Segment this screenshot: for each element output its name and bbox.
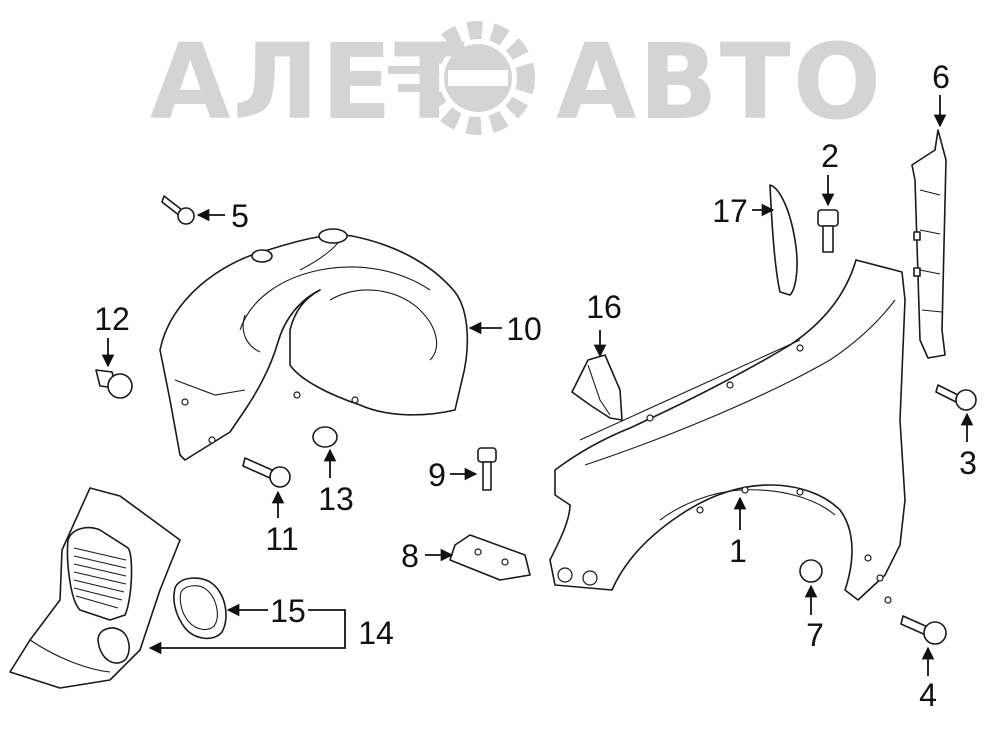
callout-1: 1 <box>729 533 747 569</box>
callout-15: 15 <box>270 593 306 629</box>
part-11-screw <box>242 457 291 488</box>
callout-8: 8 <box>401 538 419 574</box>
callout-14: 14 <box>358 615 394 651</box>
part-9-bolt <box>477 447 497 491</box>
part-13-nut <box>312 426 338 448</box>
part-5-screw <box>161 195 195 225</box>
callout-10: 10 <box>506 311 542 347</box>
callout-labels: 5 12 10 11 13 9 8 16 17 2 6 3 1 7 4 15 1… <box>94 59 977 713</box>
watermark: АЛЕТ АВТО <box>150 21 883 143</box>
callout-7: 7 <box>806 617 824 653</box>
part-8-bracket <box>449 534 531 581</box>
part-7-nut <box>799 559 823 583</box>
part-17-trim <box>769 184 798 296</box>
gear-car-icon <box>388 21 535 135</box>
callout-5: 5 <box>231 198 249 234</box>
callout-9: 9 <box>428 457 446 493</box>
part-15-seal <box>173 577 227 640</box>
callout-2: 2 <box>821 138 839 174</box>
callout-16: 16 <box>586 289 622 325</box>
part-3-screw <box>935 384 977 411</box>
leader-lines <box>101 95 974 676</box>
callout-6: 6 <box>932 59 950 95</box>
callout-3: 3 <box>959 445 977 481</box>
callout-17: 17 <box>712 193 748 229</box>
part-2-bolt <box>817 209 839 253</box>
callout-12: 12 <box>94 301 130 337</box>
part-12-clip <box>95 369 133 399</box>
watermark-text-left: АЛЕТ <box>150 21 467 143</box>
callout-4: 4 <box>919 677 937 713</box>
part-4-screw <box>900 615 947 645</box>
part-14-lower-liner <box>9 487 181 689</box>
part-6-bracket <box>911 129 947 359</box>
callout-13: 13 <box>318 481 354 517</box>
watermark-text-right: АВТО <box>556 21 883 143</box>
part-10-fender-liner <box>159 228 469 461</box>
part-1-fender <box>549 259 906 604</box>
part-16-bracket <box>571 354 623 421</box>
callout-11: 11 <box>265 521 298 557</box>
